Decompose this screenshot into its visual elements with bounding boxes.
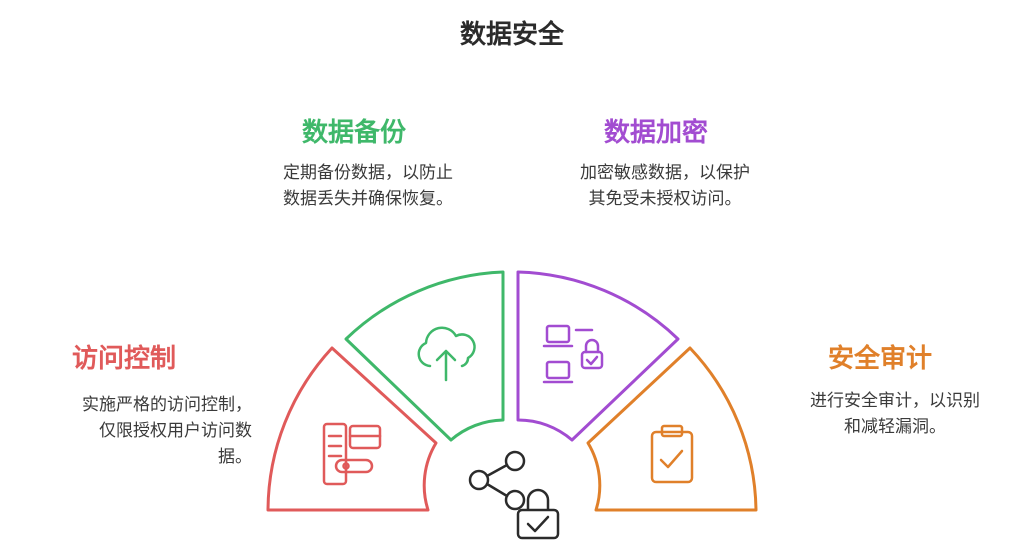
heading-data-backup: 数据备份 [302, 118, 407, 148]
segment-data-encryption [516, 270, 680, 442]
clipboard-check-icon [650, 424, 694, 484]
page-title: 数据安全 [459, 20, 564, 50]
heading-access-control: 访问控制 [72, 344, 177, 374]
segment-access-control [266, 346, 438, 512]
share-lock-icon [468, 450, 560, 540]
heading-security-audit: 安全审计 [828, 344, 933, 374]
heading-data-encryption: 数据加密 [604, 118, 709, 148]
desc-data-encryption: 加密敏感数据，以保护 其免受未授权访问。 [580, 163, 750, 209]
cloud-upload-icon [417, 326, 476, 382]
desc-security-audit: 进行安全审计，以识别 和减轻漏洞。 [810, 391, 980, 437]
devices-lock-icon [542, 324, 604, 384]
server-lock-icon [322, 422, 382, 486]
segment-data-backup [344, 270, 505, 442]
desc-data-backup: 定期备份数据，以防止 数据丢失并确保恢复。 [283, 163, 453, 209]
segment-security-audit [586, 346, 758, 512]
desc-access-control: 实施严格的访问控制， 仅限授权用户访问数 据。 [82, 395, 252, 467]
